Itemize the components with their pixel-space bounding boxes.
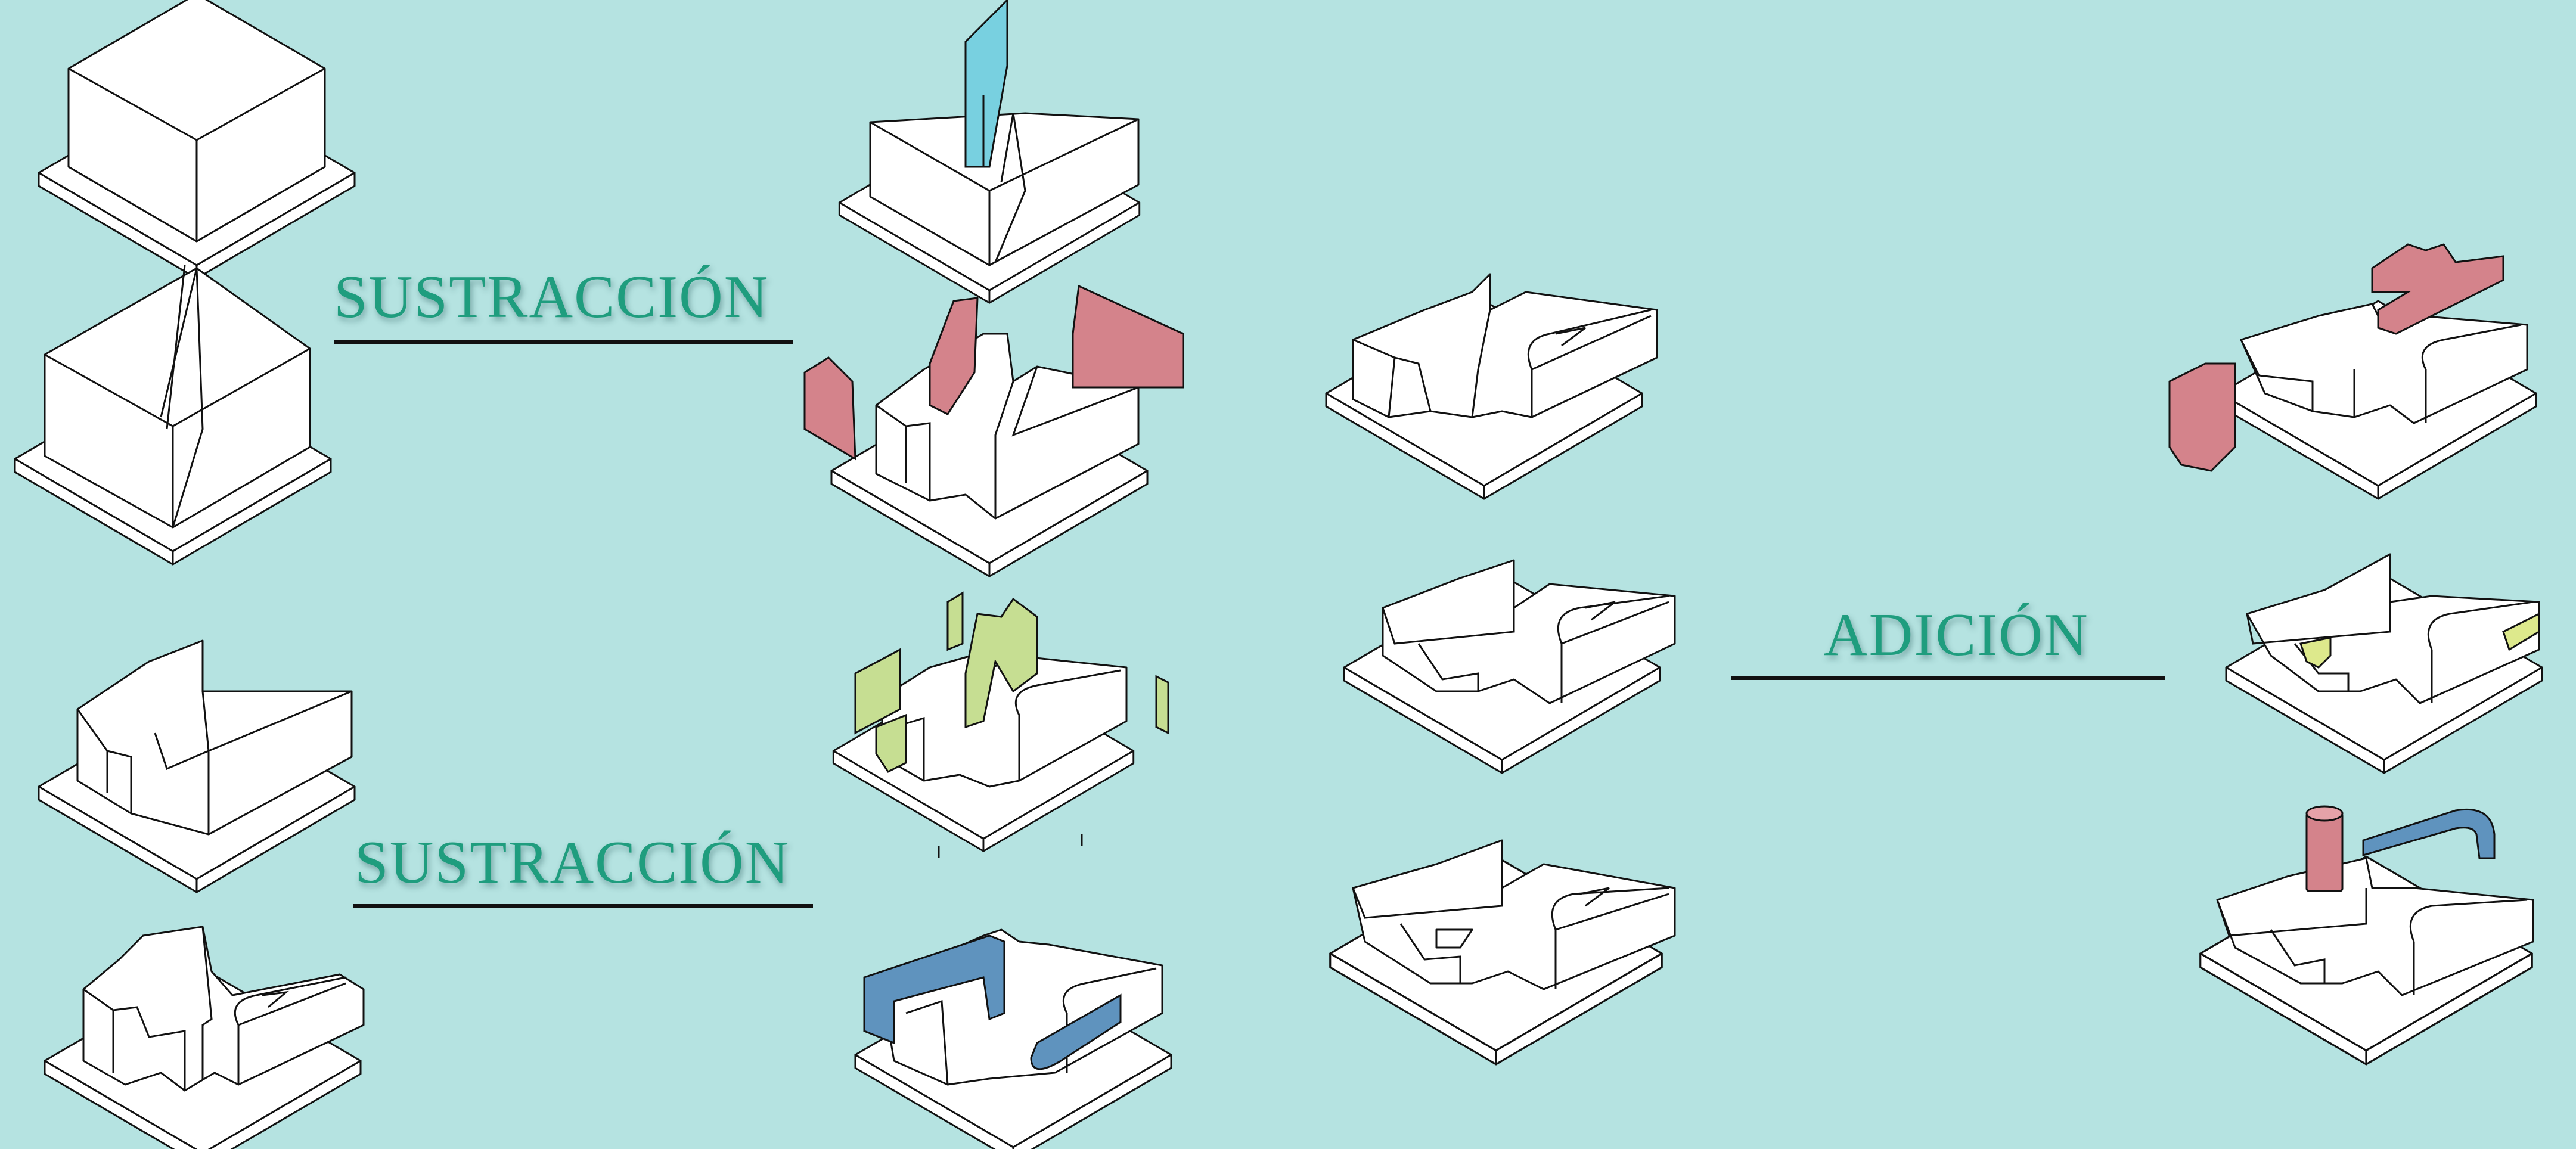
model-carved-wedge [39, 641, 355, 892]
model-yellow-additions [2226, 554, 2542, 773]
model-cyan-cut [839, 0, 1140, 303]
model-rectangular-block [39, 0, 355, 278]
model-result-1 [1326, 274, 1657, 499]
model-result-2 [1344, 560, 1675, 773]
label-subtraction-top: SUSTRACCIÓN [334, 267, 769, 328]
label-addition: ADICIÓN [1824, 605, 2089, 666]
underline-subtraction-bottom [353, 904, 813, 908]
model-red-cuts [805, 286, 1183, 576]
model-green-cuts [833, 593, 1168, 858]
underline-subtraction-top [334, 340, 793, 344]
underline-addition [1731, 676, 2165, 680]
model-red-additions [2170, 244, 2536, 499]
model-result-3 [1330, 840, 1675, 1064]
model-blue-cuts [855, 930, 1171, 1149]
label-subtraction-bottom: SUSTRACCIÓN [355, 833, 790, 893]
model-blue-red-additions [2201, 806, 2533, 1064]
model-split-block [15, 265, 331, 564]
model-carved-final [45, 927, 364, 1149]
